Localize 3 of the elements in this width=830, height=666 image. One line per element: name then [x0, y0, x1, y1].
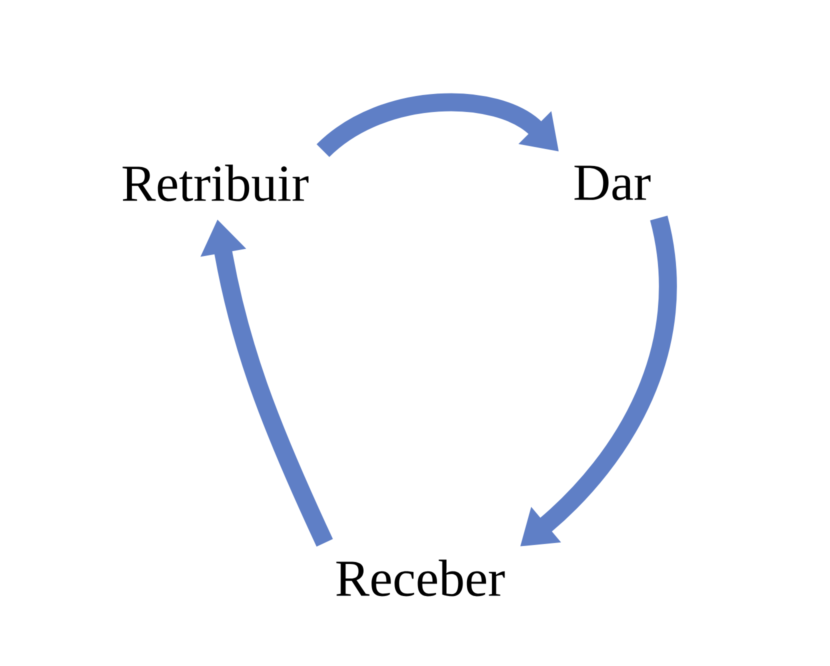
cycle-label: Dar — [574, 166, 651, 200]
cycle-label: Receber — [336, 560, 505, 596]
cycle-label: Retribuir — [122, 164, 308, 202]
